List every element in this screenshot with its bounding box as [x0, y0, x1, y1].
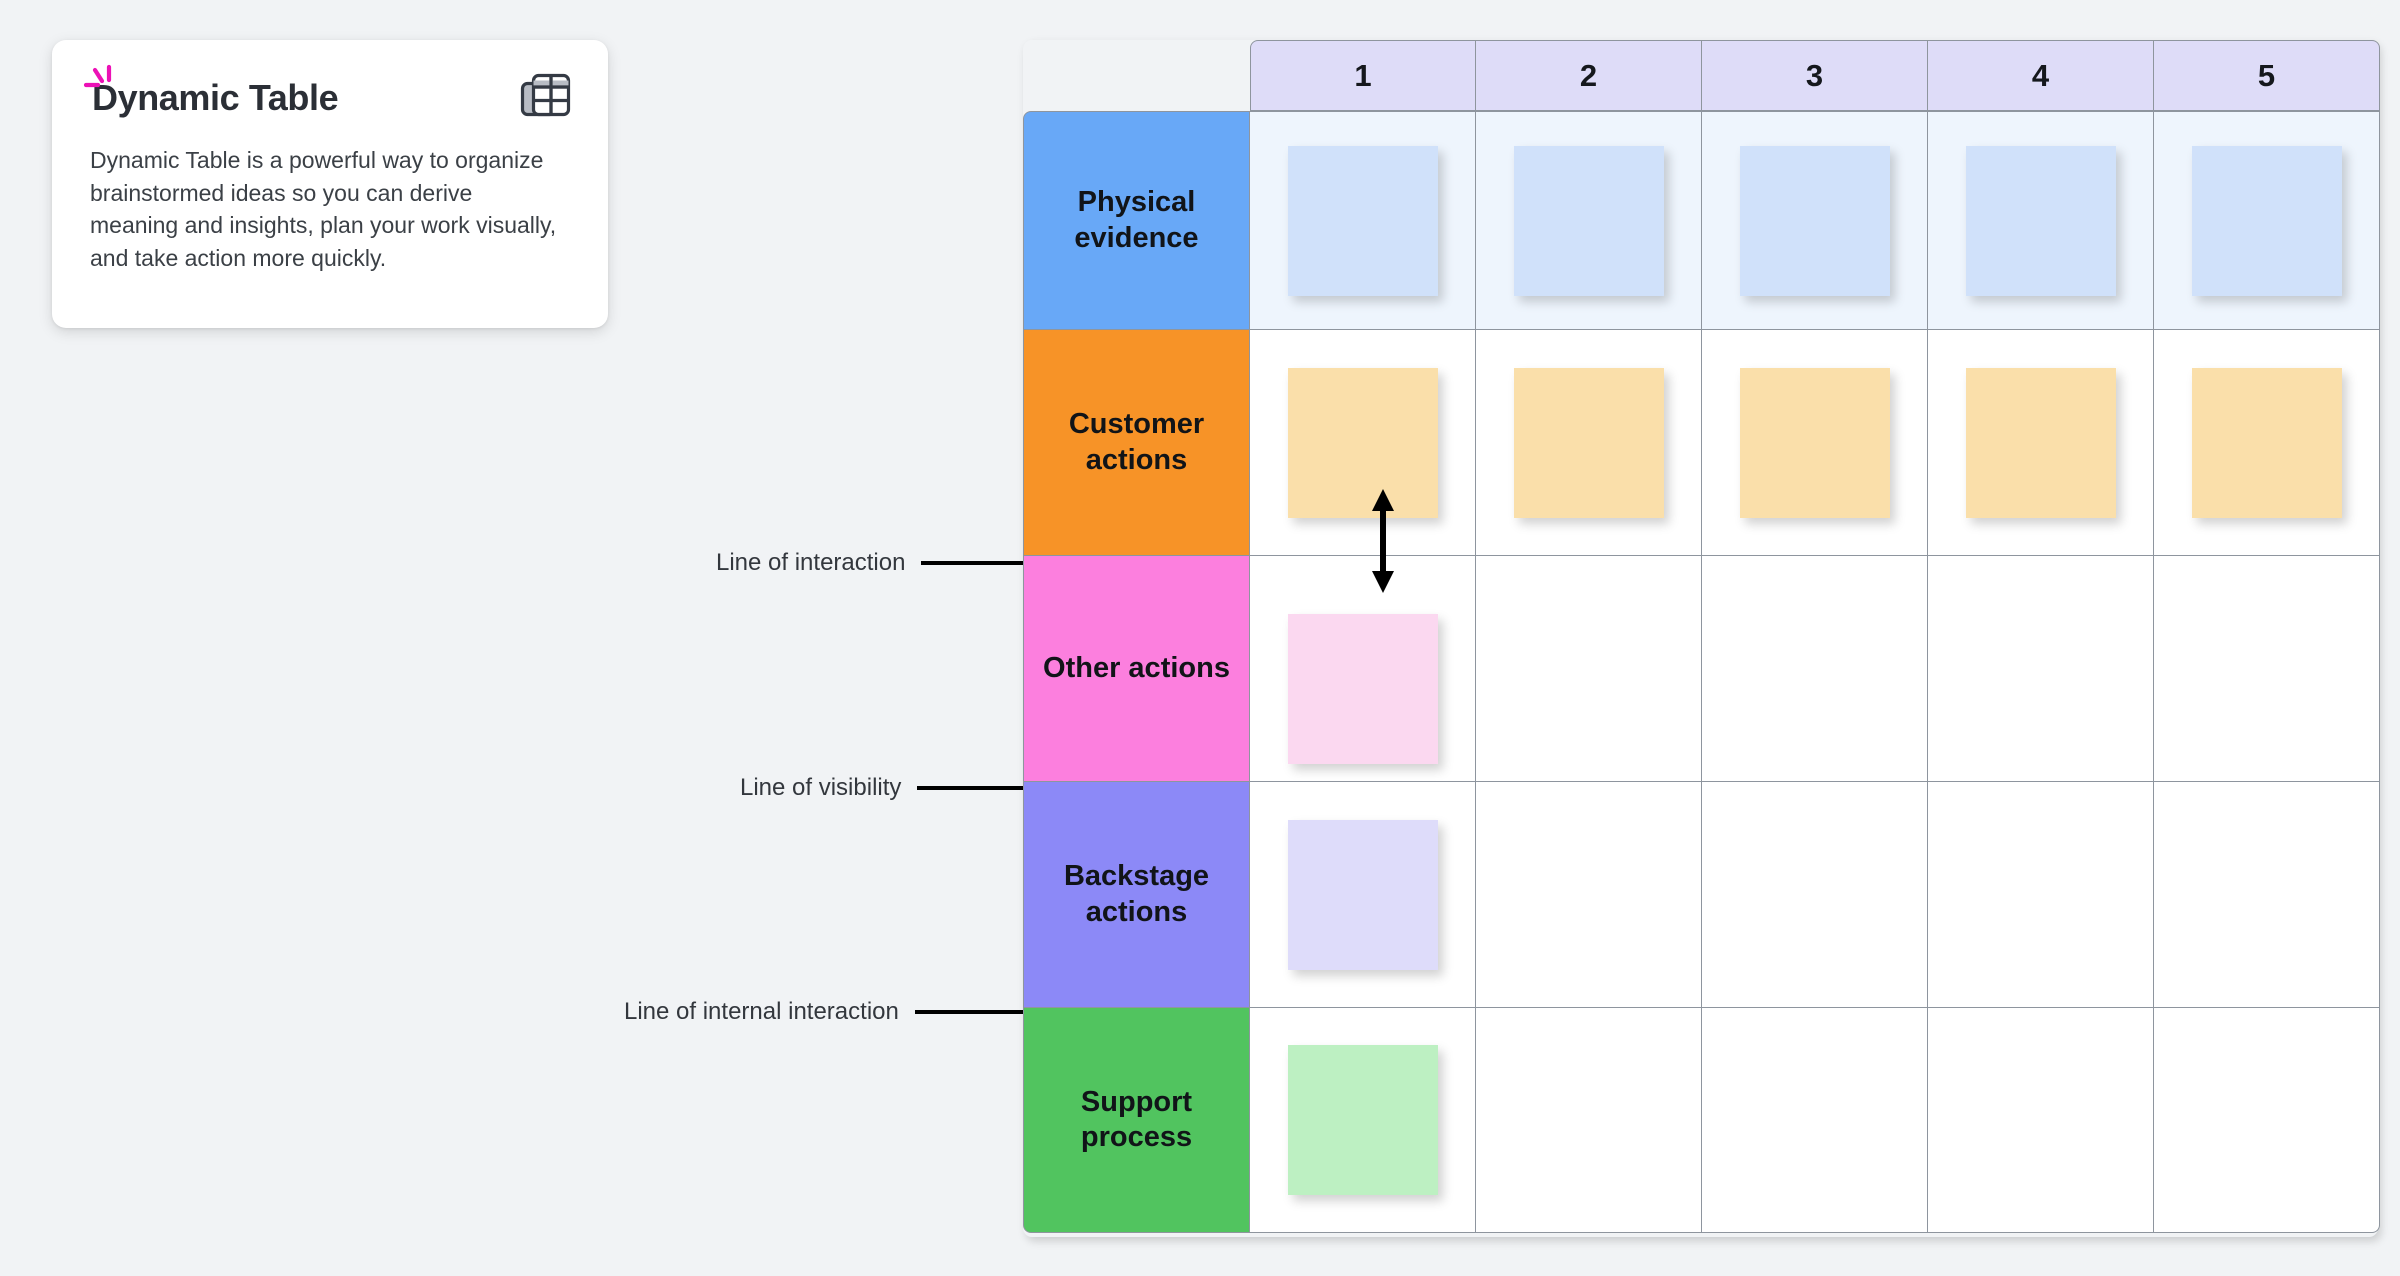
cell-backstage-actions-5[interactable]: [2154, 781, 2380, 1007]
table-body: Physical evidence Custome: [1023, 111, 2380, 1233]
cell-backstage-actions-2[interactable]: [1476, 781, 1702, 1007]
cell-customer-actions-4[interactable]: [1928, 329, 2154, 555]
sticky-note[interactable]: [1513, 145, 1664, 296]
cell-other-actions-4[interactable]: [1928, 555, 2154, 781]
cell-physical-evidence-3[interactable]: [1702, 111, 1928, 329]
info-card: Dynamic Table Dynamic Table is a powerfu…: [52, 40, 608, 328]
cell-customer-actions-1[interactable]: [1250, 329, 1476, 555]
cell-support-process-3[interactable]: [1702, 1007, 1928, 1233]
page-title: Dynamic Table: [92, 77, 339, 118]
column-header-4[interactable]: 4: [1928, 40, 2154, 111]
cell-other-actions-5[interactable]: [2154, 555, 2380, 781]
sticky-note[interactable]: [1965, 367, 2116, 518]
row-label-support-process[interactable]: Support process: [1023, 1007, 1250, 1233]
column-header-1[interactable]: 1: [1250, 40, 1476, 111]
table-row: Customer actions: [1023, 329, 2380, 555]
sticky-note[interactable]: [1287, 613, 1438, 764]
cell-support-process-4[interactable]: [1928, 1007, 2154, 1233]
row-label-physical-evidence[interactable]: Physical evidence: [1023, 111, 1250, 329]
row-label-backstage-actions[interactable]: Backstage actions: [1023, 781, 1250, 1007]
vertical-double-arrow-icon[interactable]: [1363, 487, 1403, 595]
annotation-label: Line of visibility: [740, 774, 902, 801]
sticky-note[interactable]: [1287, 1045, 1438, 1195]
column-header-3[interactable]: 3: [1702, 40, 1928, 111]
sticky-note[interactable]: [1513, 367, 1664, 518]
table-row: Other actions: [1023, 555, 2380, 781]
sticky-note[interactable]: [1739, 145, 1890, 296]
cell-other-actions-3[interactable]: [1702, 555, 1928, 781]
sticky-note[interactable]: [1287, 819, 1438, 970]
cell-other-actions-2[interactable]: [1476, 555, 1702, 781]
cell-customer-actions-5[interactable]: [2154, 329, 2380, 555]
cell-physical-evidence-4[interactable]: [1928, 111, 2154, 329]
sticky-note[interactable]: [2191, 145, 2342, 296]
row-label-other-actions[interactable]: Other actions: [1023, 555, 1250, 781]
column-header-5[interactable]: 5: [2154, 40, 2380, 111]
cell-backstage-actions-3[interactable]: [1702, 781, 1928, 1007]
annotation-label: Line of internal interaction: [624, 998, 899, 1025]
cell-other-actions-1[interactable]: [1250, 555, 1476, 781]
table-icon: [520, 73, 571, 117]
cell-backstage-actions-1[interactable]: [1250, 781, 1476, 1007]
table-row: Support process: [1023, 1007, 2380, 1233]
cell-support-process-2[interactable]: [1476, 1007, 1702, 1233]
info-card-description: Dynamic Table is a powerful way to organ…: [90, 147, 557, 271]
sticky-note[interactable]: [1739, 367, 1890, 518]
sticky-note[interactable]: [1965, 145, 2116, 296]
annotation-label: Line of interaction: [716, 549, 906, 576]
cell-physical-evidence-2[interactable]: [1476, 111, 1702, 329]
cell-physical-evidence-1[interactable]: [1250, 111, 1476, 329]
info-card-header: Dynamic Table: [83, 64, 571, 118]
cell-backstage-actions-4[interactable]: [1928, 781, 2154, 1007]
column-header-2[interactable]: 2: [1476, 40, 1702, 111]
sticky-note[interactable]: [2191, 367, 2342, 518]
cell-physical-evidence-5[interactable]: [2154, 111, 2380, 329]
sticky-note[interactable]: [1287, 145, 1438, 296]
cell-support-process-1[interactable]: [1250, 1007, 1476, 1233]
sparkle-icon: [83, 64, 112, 88]
row-label-customer-actions[interactable]: Customer actions: [1023, 329, 1250, 555]
sticky-note[interactable]: [1287, 367, 1438, 518]
table-row: Backstage actions: [1023, 781, 2380, 1007]
cell-customer-actions-2[interactable]: [1476, 329, 1702, 555]
table-row: Physical evidence: [1023, 111, 2380, 329]
cell-support-process-5[interactable]: [2154, 1007, 2380, 1233]
table-header-row: 1 2 3 4 5: [1250, 40, 2380, 111]
cell-customer-actions-3[interactable]: [1702, 329, 1928, 555]
